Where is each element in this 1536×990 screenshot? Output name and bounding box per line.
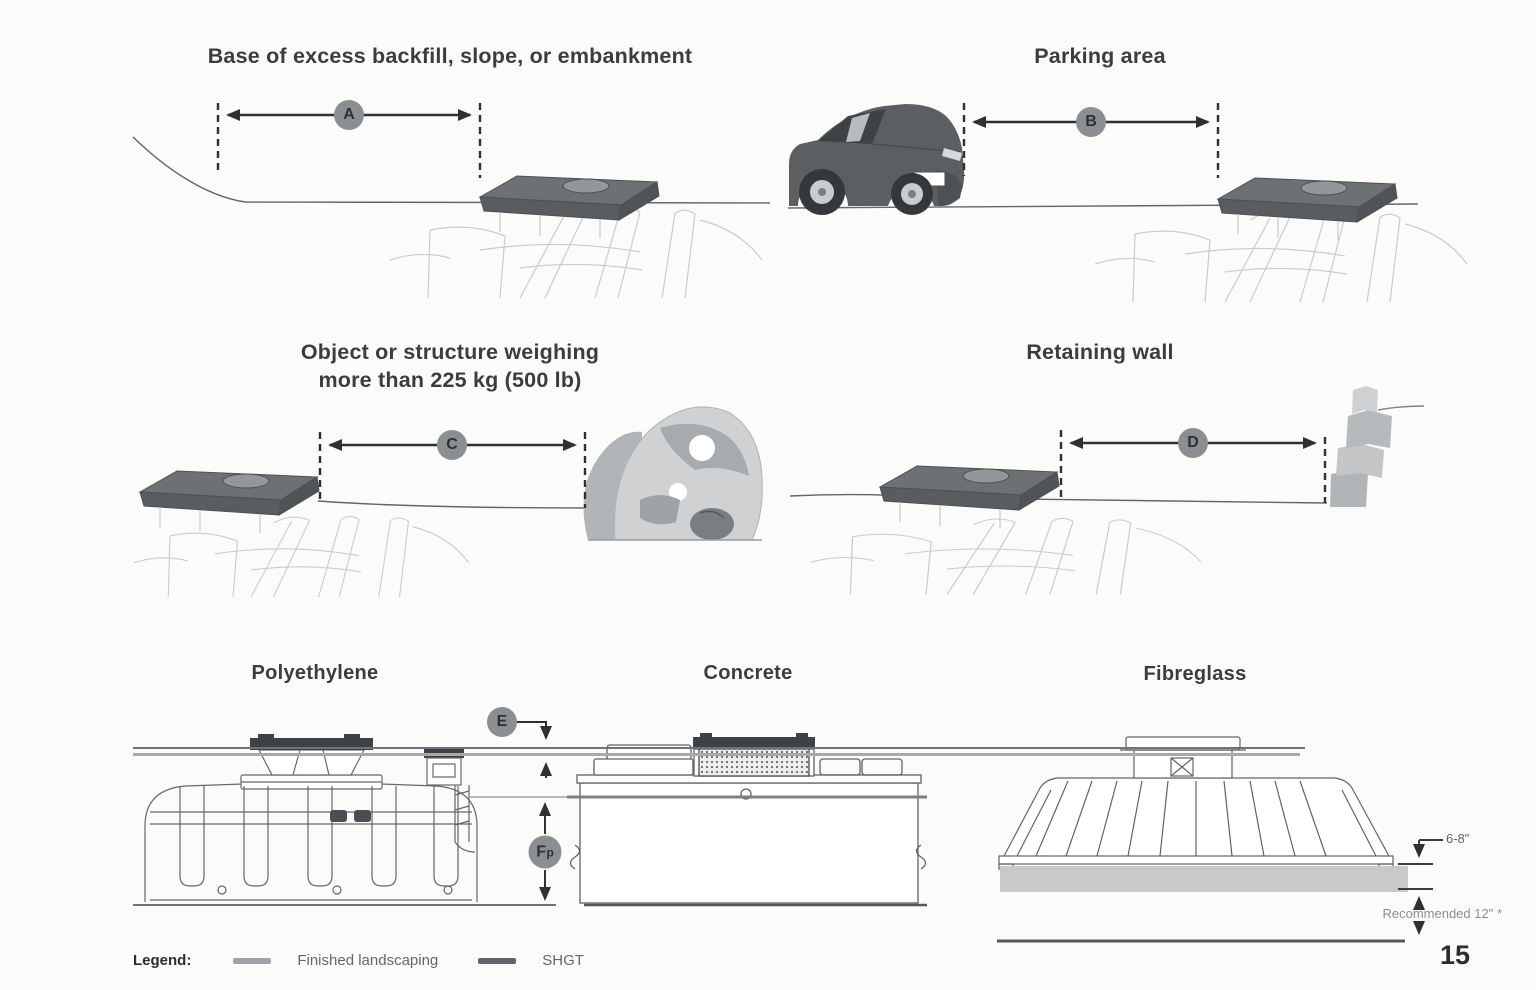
car-icon [789, 104, 965, 215]
fibreglass-depth-callouts [1398, 839, 1443, 935]
dimension-badge-a: A [334, 100, 364, 130]
section-title-concrete: Concrete [703, 662, 793, 684]
shgt-swatch-icon [478, 957, 517, 964]
ground-line [789, 493, 1328, 504]
ground-line [317, 500, 589, 509]
legend-item-shgt: SHGT [542, 952, 584, 969]
ground-line [132, 136, 771, 204]
section-title-fibreglass: Fibreglass [1143, 663, 1247, 685]
recommended-depth-label: Recommended 12" * [1382, 906, 1502, 921]
panel-title-parking: Parking area [1034, 44, 1166, 68]
legend-item-finished-landscaping: Finished landscaping [297, 952, 439, 969]
tank-lid-icon [139, 470, 320, 534]
panel-title-heavy-object: Object or structure weighing more than 2… [130, 338, 770, 394]
finished-landscaping-swatch-icon [233, 957, 272, 964]
rocks-icon [583, 406, 763, 541]
section-title-polyethylene: Polyethylene [251, 662, 379, 684]
fibreglass-tank-drawing [998, 736, 1394, 870]
legend-label: Legend: [133, 952, 192, 969]
dimension-badge-e: E [487, 707, 517, 737]
tank-lid-icon [879, 465, 1060, 529]
panel-title-line2: more than 225 kg (500 lb) [318, 368, 582, 392]
cover-depth-label: 6-8" [1446, 831, 1470, 846]
tank-lid-icon [479, 175, 660, 239]
page-number: 15 [1440, 940, 1471, 970]
polyethylene-tank-drawing [144, 734, 478, 902]
landscaping-band [1000, 866, 1408, 892]
extent-dashed-lines [318, 432, 587, 508]
panel-retaining-wall-art [789, 386, 1425, 596]
panel-parking-art [787, 103, 1468, 303]
extent-dashed-lines [1059, 430, 1327, 503]
tank-lid-icon [1217, 177, 1398, 241]
legend: Legend: Finished landscaping SHGT [133, 952, 584, 969]
dimension-badge-c: C [437, 430, 467, 460]
dimension-badge-d: D [1178, 428, 1208, 458]
panel-title-retaining-wall: Retaining wall [1026, 340, 1174, 364]
panel-title-backfill: Base of excess backfill, slope, or emban… [207, 44, 693, 68]
retaining-wall-icon [1330, 386, 1425, 507]
panel-heavy-object-art [133, 406, 763, 598]
panel-backfill-art [132, 103, 771, 299]
concrete-tank-drawing [569, 733, 927, 904]
extent-dashed-lines [962, 103, 1220, 178]
dimension-badge-b: B [1076, 107, 1106, 137]
panel-title-line1: Object or structure weighing [300, 340, 600, 364]
grade-lines [133, 747, 1405, 943]
dimension-e-arrows [517, 721, 552, 778]
extent-dashed-lines [216, 103, 482, 178]
